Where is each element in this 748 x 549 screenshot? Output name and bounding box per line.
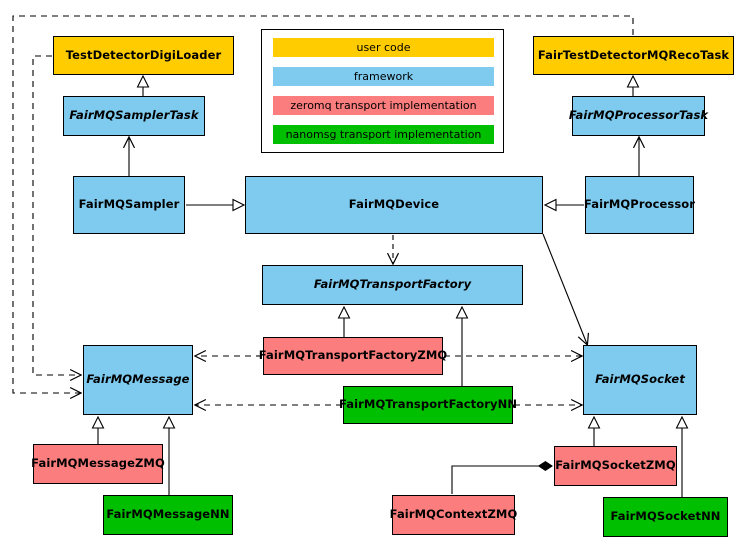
legend-item-user-code: user code (273, 38, 494, 57)
class-box-fairmqsampler[interactable]: FairMQSampler (73, 176, 185, 234)
class-box-fairmqsocket[interactable]: FairMQSocket (583, 345, 697, 415)
class-box-fairmqsocketnn[interactable]: FairMQSocketNN (603, 497, 728, 537)
class-label: FairMQProcessorTask (568, 108, 709, 123)
class-label: FairMQTransportFactoryNN (338, 397, 518, 412)
class-box-fairmqmessagenn[interactable]: FairMQMessageNN (103, 495, 233, 535)
class-label: FairMQSocket (595, 372, 685, 387)
class-label: FairTestDetectorMQRecoTask (537, 47, 730, 62)
legend-item-nanomsg: nanomsg transport implementation (273, 125, 494, 144)
legend-label: zeromq transport implementation (290, 99, 477, 112)
class-label: FairMQTransportFactory (313, 277, 472, 292)
legend-label: user code (356, 41, 411, 54)
legend: user code framework zeromq transport imp… (261, 29, 504, 153)
class-label: FairMQDevice (348, 197, 440, 212)
legend-item-framework: framework (273, 67, 494, 86)
class-box-fairmqmessage[interactable]: FairMQMessage (83, 345, 193, 415)
class-box-fairmqsamplertask[interactable]: FairMQSamplerTask (63, 96, 205, 136)
class-label: FairMQSampler (78, 197, 180, 212)
class-label: FairMQSocketZMQ (555, 458, 676, 473)
class-label: FairMQProcessor (583, 197, 696, 212)
class-box-fairmqprocessor[interactable]: FairMQProcessor (583, 176, 696, 234)
class-label: FairMQSocketNN (610, 509, 721, 524)
class-box-fairmqtransportfactoryzmq[interactable]: FairMQTransportFactoryZMQ (259, 337, 447, 375)
edge-device-to-socket (542, 233, 587, 344)
class-box-fairmqmessagezmq[interactable]: FairMQMessageZMQ (31, 444, 165, 484)
legend-label: nanomsg transport implementation (285, 128, 482, 141)
legend-label: framework (353, 70, 414, 83)
class-label: FairMQContextZMQ (389, 507, 518, 522)
class-box-fairtestdetectormqrecotask[interactable]: FairTestDetectorMQRecoTask (533, 36, 734, 75)
class-label: FairMQTransportFactoryZMQ (258, 348, 448, 363)
class-label: FairMQMessageNN (106, 507, 230, 522)
class-box-fairmqsocketzmq[interactable]: FairMQSocketZMQ (554, 446, 677, 486)
class-box-fairmqtransportfactorynn[interactable]: FairMQTransportFactoryNN (339, 386, 517, 424)
edge-contextzmq-to-socketzmq (451, 460, 553, 494)
class-label: FairMQSamplerTask (69, 108, 199, 123)
class-label: FairMQMessageZMQ (31, 456, 165, 471)
class-box-fairmqdevice[interactable]: FairMQDevice (245, 176, 543, 234)
class-label: FairMQMessage (86, 372, 190, 387)
class-box-fairmqprocessortask[interactable]: FairMQProcessorTask (568, 96, 709, 136)
class-label: TestDetectorDigiLoader (65, 47, 222, 62)
legend-item-zeromq: zeromq transport implementation (273, 96, 494, 115)
class-box-testdetectordigiloader[interactable]: TestDetectorDigiLoader (53, 36, 234, 75)
class-box-fairmqtransportfactory[interactable]: FairMQTransportFactory (262, 265, 523, 305)
class-box-fairmqcontextzmq[interactable]: FairMQContextZMQ (389, 495, 518, 535)
